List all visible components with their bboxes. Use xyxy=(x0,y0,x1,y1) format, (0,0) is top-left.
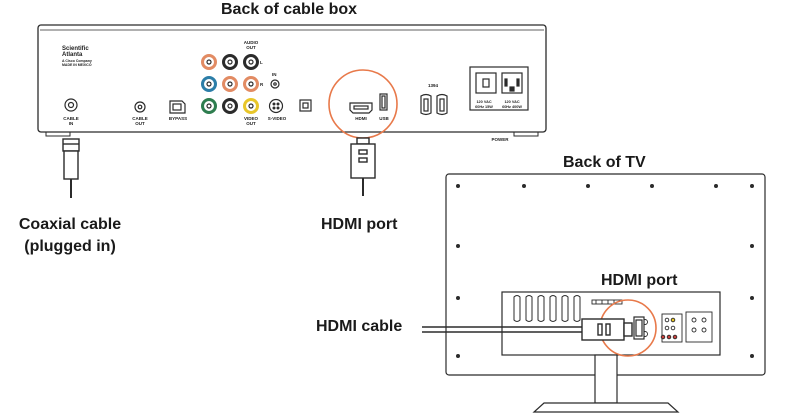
box-hdmi-port-label: HDMI port xyxy=(321,216,398,233)
cable-box-title: Back of cable box xyxy=(221,1,358,18)
power-left-line-1: 120 VAC xyxy=(476,100,492,104)
power-left-line-2: 60Hz 15W xyxy=(475,104,493,109)
box-hdmi-cable xyxy=(350,137,376,196)
coaxial-cable xyxy=(62,138,80,198)
power-right-line-1: 120 VAC xyxy=(504,100,520,104)
power-outlets xyxy=(469,66,529,111)
audio-r-label: R xyxy=(260,82,264,87)
brand-sub-line-1: A Cisco Company xyxy=(62,59,92,63)
in-label: IN xyxy=(272,72,277,77)
brand-sub-line-2: MADE IN MEXICO xyxy=(62,63,92,67)
cable-in-port xyxy=(64,98,78,112)
ieee1394-ports xyxy=(420,93,448,116)
box-brand-sub: A Cisco Company MADE IN MEXICO xyxy=(62,59,92,67)
optical-port xyxy=(299,99,312,112)
bypass-port xyxy=(169,100,186,114)
cable-out-port xyxy=(134,101,146,113)
tv-mount-dots xyxy=(456,184,754,358)
video-out-label: VIDEO OUT xyxy=(243,116,258,126)
tv-vents xyxy=(513,295,581,322)
s-video-label: S-VIDEO xyxy=(267,116,287,121)
rca-jacks xyxy=(201,54,280,114)
tv-hdmi-cable xyxy=(422,318,633,341)
tv-hdmi-port xyxy=(633,316,645,340)
coaxial-cable-line-2: (plugged in) xyxy=(24,238,116,255)
tv-hdmi-port-label: HDMI port xyxy=(601,272,678,289)
box-brand: Scientific Atlanta xyxy=(62,46,89,58)
cable-out-label: CABLE OUT xyxy=(132,116,148,126)
power-label: POWER xyxy=(491,137,509,142)
power-right-label: 120 VAC 60Hz 400W xyxy=(498,100,526,109)
cable-in-label: CABLE IN xyxy=(63,116,79,126)
coaxial-cable-label: Coaxial cable (plugged in) xyxy=(10,214,130,258)
brand-line-1: Scientific xyxy=(62,46,89,52)
hdmi-cable-label: HDMI cable xyxy=(316,318,403,335)
ieee1394-label: 1394 xyxy=(427,83,438,88)
cable-box xyxy=(37,24,547,137)
hdmi-label: HDMI xyxy=(355,116,367,121)
brand-line-2: Atlanta xyxy=(62,52,83,58)
audio-out-label: AUDIO OUT xyxy=(243,40,259,50)
usb-label: USB xyxy=(379,116,389,121)
box-usb-port xyxy=(379,93,388,111)
tv-title: Back of TV xyxy=(563,154,646,171)
audio-l-label: L xyxy=(260,60,263,65)
coaxial-cable-line-1: Coaxial cable xyxy=(18,216,122,233)
power-right-line-2: 60Hz 400W xyxy=(502,104,522,109)
bypass-label: BYPASS xyxy=(168,116,188,121)
power-left-label: 120 VAC 60Hz 15W xyxy=(472,100,496,109)
tv-stand xyxy=(532,354,680,413)
box-hdmi-port xyxy=(349,102,373,114)
s-video-port xyxy=(268,98,284,114)
